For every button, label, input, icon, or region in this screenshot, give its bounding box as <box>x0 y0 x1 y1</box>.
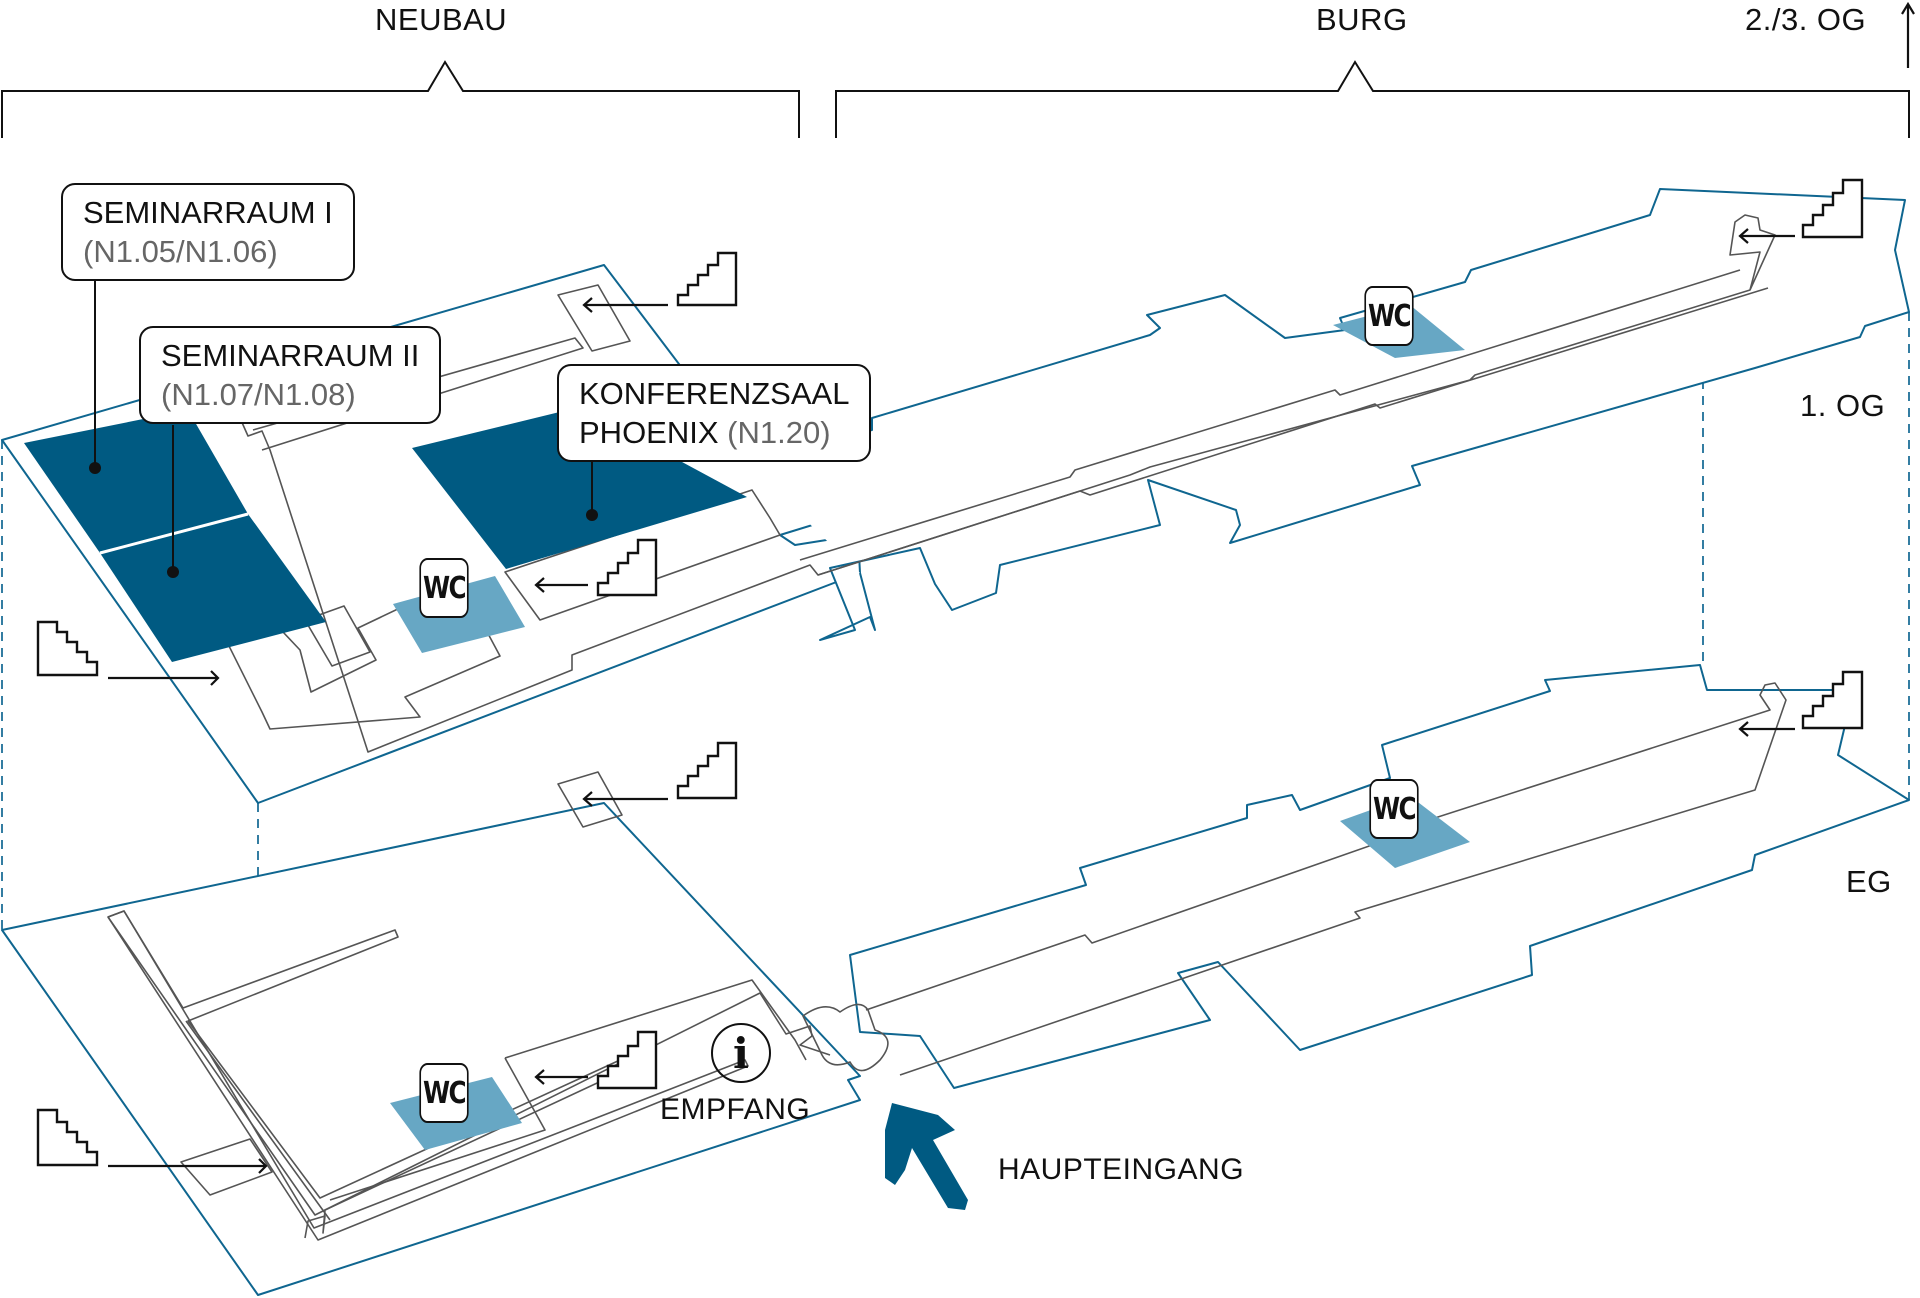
arrow-left-icon <box>534 1069 588 1085</box>
arrow-left-icon <box>534 577 588 593</box>
wc-icon[interactable]: WC <box>1369 779 1419 839</box>
callout-konferenzsaal[interactable]: KONFERENZSAAL PHOENIX (N1.20) <box>557 364 872 462</box>
arrow-right-icon <box>108 670 220 686</box>
neubau-eg-wc-block <box>329 979 807 1201</box>
callout-seminarraum-1[interactable]: SEMINARRAUM I (N1.05/N1.06) <box>61 183 355 281</box>
stairs-icons <box>36 178 1864 1174</box>
seminarraum-2-area <box>100 514 326 662</box>
stairs-down-icon <box>36 620 99 677</box>
neubau-eg-outline <box>1 802 861 1296</box>
main-entrance-label: HAUPTEINGANG <box>998 1153 1245 1186</box>
eg-lobby <box>802 1003 889 1072</box>
room-code: (N1.07/N1.08) <box>161 377 356 412</box>
leader-dot <box>167 566 179 578</box>
stairs-up-icon <box>1801 670 1864 730</box>
room-code: (N1.05/N1.06) <box>83 234 278 269</box>
callout-leaders <box>89 280 598 578</box>
leader-dot <box>89 462 101 474</box>
reception-label: EMPFANG <box>660 1093 811 1126</box>
neubau-eg-stair-box <box>557 771 623 828</box>
burg-eg-corridor <box>865 682 1787 1076</box>
arrow-up-icon <box>1901 1 1915 68</box>
konferenzsaal-area <box>412 407 747 569</box>
stairs-up-icon <box>676 251 738 307</box>
room-name-line1: KONFERENZSAAL <box>579 376 850 411</box>
stairs-down-icon <box>36 1108 99 1167</box>
wc-icon[interactable]: WC <box>419 558 469 618</box>
neubau-bracket <box>1 60 800 138</box>
entrance-arrow-icon <box>885 1103 968 1210</box>
stairs-up-icon <box>1801 178 1864 239</box>
neubau-og-stair-box <box>557 284 631 352</box>
burg-bracket <box>835 60 1910 138</box>
stairs-up-icon <box>676 741 738 800</box>
arrow-left-icon <box>582 297 668 313</box>
section-label-burg: BURG <box>1316 2 1408 37</box>
burg-og-outline <box>743 188 1910 641</box>
room-name: SEMINARRAUM I <box>83 195 333 230</box>
arrow-left-icon <box>582 791 668 807</box>
stairs-up-icon <box>596 1030 658 1090</box>
room-name-line2: PHOENIX <box>579 415 719 450</box>
leader-dot <box>586 509 598 521</box>
stairs-up-icon <box>596 538 658 597</box>
callout-seminarraum-2[interactable]: SEMINARRAUM II (N1.07/N1.08) <box>139 326 442 424</box>
arrow-left-icon <box>1738 721 1795 737</box>
room-name: SEMINARRAUM II <box>161 338 420 373</box>
floor-label-1og: 1. OG <box>1800 388 1886 423</box>
neubau-og-corridor <box>239 214 1776 753</box>
arrow-right-icon <box>108 1158 268 1174</box>
neubau-eg-stair-box-lower <box>180 1138 273 1196</box>
arrow-left-icon <box>1738 228 1795 244</box>
wc-icon[interactable]: WC <box>1364 286 1414 346</box>
info-icon[interactable]: i <box>711 1023 771 1083</box>
floor-label-eg: EG <box>1846 864 1892 899</box>
upper-floors-label[interactable]: 2./3. OG <box>1745 2 1867 37</box>
wc-icon[interactable]: WC <box>419 1063 469 1123</box>
section-label-neubau: NEUBAU <box>375 2 508 37</box>
burg-og-corridor <box>799 269 1769 576</box>
room-code: (N1.20) <box>727 415 831 450</box>
seminarraum-1-area <box>24 410 248 553</box>
